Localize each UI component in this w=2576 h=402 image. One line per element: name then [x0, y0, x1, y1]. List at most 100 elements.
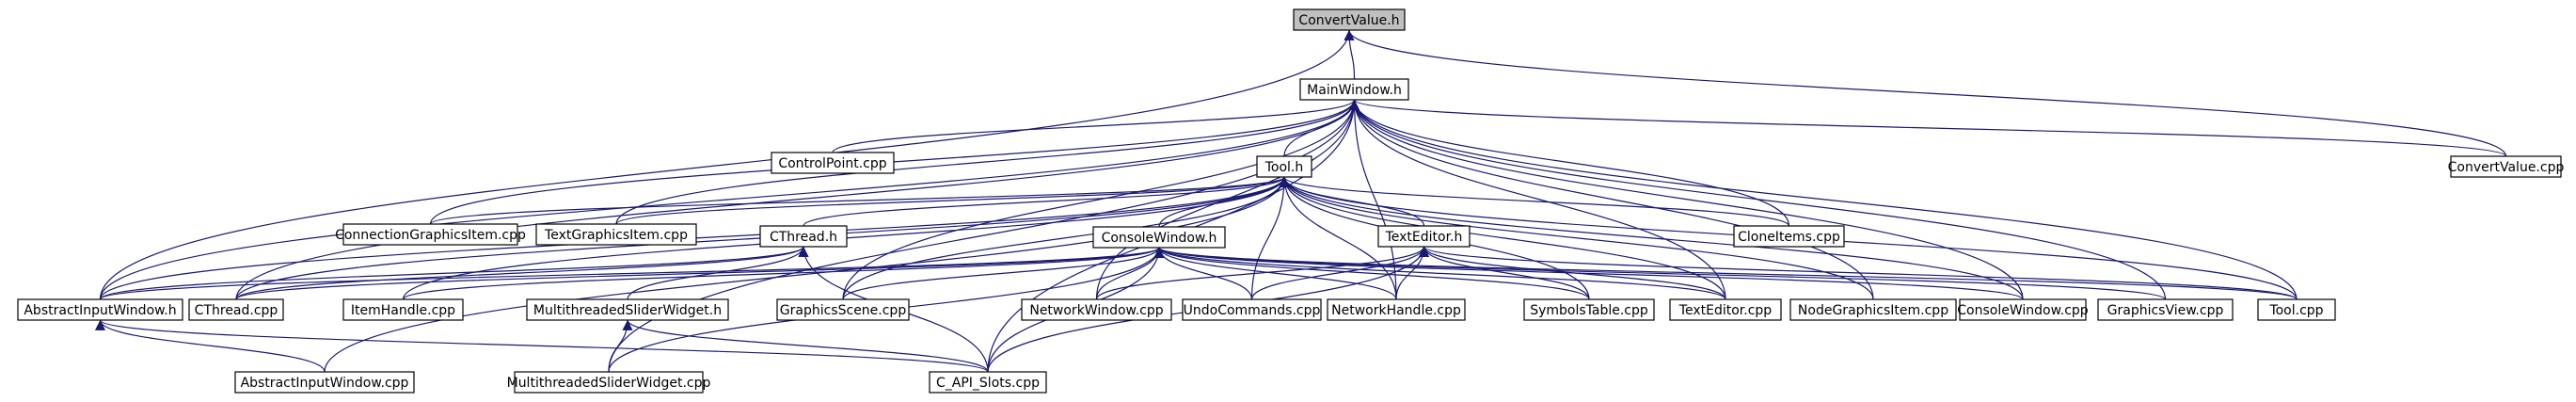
edge-graphicsscene-cpp-to-consolewindow-h	[842, 247, 1165, 300]
node-box	[1523, 298, 1655, 321]
node-itemhandle-cpp[interactable]: ItemHandle.cpp	[342, 298, 464, 321]
node-convertvalue-h[interactable]: ConvertValue.h	[1293, 8, 1406, 31]
edge-consolewindow-cpp-to-mainwindow-h	[1349, 99, 2024, 300]
edge-mainwindow-h-to-convertvalue-h	[1344, 29, 1356, 80]
edge-cthread-cpp-to-mainwindow-h	[235, 99, 1360, 300]
node-cthread-h[interactable]: CThread.h	[759, 225, 848, 248]
node-nodegraphicsitem-cpp[interactable]: NodeGraphicsItem.cpp	[1789, 298, 1957, 321]
node-c-api-slots-cpp[interactable]: C_API_Slots.cpp	[929, 371, 1047, 394]
node-connectiongraphicsitem-cpp[interactable]: ConnectionGraphicsItem.cpp	[335, 223, 526, 246]
node-label: AbstractInputWindow.cpp	[241, 376, 409, 391]
edge-cthread-cpp-to-cthread-h	[235, 246, 809, 300]
edge-networkhandle-cpp-to-tool-h	[1279, 176, 1397, 300]
node-box	[1377, 225, 1471, 248]
edge-textgraphicsitem-cpp-to-tool-h	[615, 176, 1290, 225]
node-consolewindow-cpp[interactable]: ConsoleWindow.cpp	[1957, 298, 2089, 321]
node-box	[1299, 78, 1409, 101]
node-label: ControlPoint.cpp	[778, 156, 886, 171]
node-box	[1092, 226, 1226, 249]
node-box	[1733, 225, 1845, 248]
edges	[95, 29, 2507, 373]
node-box	[2257, 298, 2336, 321]
edge-consolewindow-cpp-to-consolewindow-h	[1153, 247, 2024, 300]
node-box	[342, 223, 518, 246]
node-label: NetworkHandle.cpp	[1331, 303, 1461, 318]
node-multithreadedsliderwidget-h[interactable]: MultithreadedSliderWidget.h	[526, 298, 729, 321]
edge-nodegraphicsitem-cpp-to-mainwindow-h	[1349, 99, 1874, 300]
edge-graphicsview-cpp-to-consolewindow-h	[1154, 247, 2167, 300]
node-tool-h[interactable]: Tool.h	[1256, 155, 1312, 178]
edge-connectiongraphicsitem-cpp-to-tool-h	[429, 176, 1290, 225]
node-box	[776, 298, 910, 321]
edge-undocommands-cpp-to-tool-h	[1250, 176, 1290, 300]
node-box	[1789, 298, 1957, 321]
nodes: ConvertValue.hMainWindow.hConvertValue.c…	[17, 8, 2565, 394]
node-networkhandle-cpp[interactable]: NetworkHandle.cpp	[1327, 298, 1466, 321]
node-multithreadedsliderwidget-cpp[interactable]: MultithreadedSliderWidget.cpp	[507, 371, 711, 394]
node-box	[1669, 298, 1782, 321]
node-networkwindow-cpp[interactable]: NetworkWindow.cpp	[1021, 298, 1172, 321]
node-consolewindow-h[interactable]: ConsoleWindow.h	[1092, 226, 1226, 249]
node-cloneitems-cpp[interactable]: CloneItems.cpp	[1733, 225, 1845, 248]
edge-cthread-h-to-tool-h	[803, 176, 1290, 227]
edge-cloneitems-cpp-to-mainwindow-h	[1349, 99, 1790, 227]
node-symbolstable-cpp[interactable]: SymbolsTable.cpp	[1523, 298, 1655, 321]
node-graphicsview-cpp[interactable]: GraphicsView.cpp	[2097, 298, 2234, 321]
node-tool-cpp[interactable]: Tool.cpp	[2257, 298, 2336, 321]
edge-convertvalue-cpp-to-mainwindow-h	[1349, 99, 2507, 157]
node-box	[342, 298, 464, 321]
node-label: NetworkWindow.cpp	[1029, 303, 1163, 318]
node-abstractinputwindow-h[interactable]: AbstractInputWindow.h	[17, 298, 183, 321]
node-label: C_API_Slots.cpp	[936, 376, 1040, 391]
node-abstractinputwindow-cpp[interactable]: AbstractInputWindow.cpp	[234, 371, 415, 394]
edge-texteditor-cpp-to-consolewindow-h	[1153, 247, 1726, 300]
node-controlpoint-cpp[interactable]: ControlPoint.cpp	[771, 152, 895, 174]
edge-symbolstable-cpp-to-texteditor-h	[1419, 246, 1590, 300]
node-label: UndoCommands.cpp	[1184, 303, 1321, 318]
edge-texteditor-cpp-to-texteditor-h	[1419, 246, 1726, 300]
edge-c-api-slots-cpp-to-abstractinputwindow-h	[95, 319, 989, 373]
edge-symbolstable-cpp-to-consolewindow-h	[1153, 247, 1590, 300]
edge-abstractinputwindow-cpp-to-abstractinputwindow-h	[95, 319, 326, 373]
edge-abstractinputwindow-cpp-to-tool-h	[324, 176, 1290, 373]
node-texteditor-h[interactable]: TextEditor.h	[1377, 225, 1471, 248]
node-mainwindow-h[interactable]: MainWindow.h	[1299, 78, 1409, 101]
node-label: TextGraphicsItem.cpp	[544, 228, 688, 243]
node-label: TextEditor.h	[1385, 230, 1463, 245]
node-label: ConvertValue.cpp	[2448, 160, 2565, 175]
node-label: NodeGraphicsItem.cpp	[1798, 303, 1948, 318]
node-label: ConvertValue.h	[1298, 13, 1399, 28]
node-undocommands-cpp[interactable]: UndoCommands.cpp	[1182, 298, 1322, 321]
node-label: CloneItems.cpp	[1738, 230, 1840, 245]
node-cthread-cpp[interactable]: CThread.cpp	[188, 298, 284, 321]
node-box	[526, 298, 729, 321]
node-label: Tool.cpp	[2268, 303, 2323, 318]
node-box	[17, 298, 183, 321]
node-label: ConsoleWindow.cpp	[1957, 303, 2089, 318]
node-label: ConnectionGraphicsItem.cpp	[335, 228, 526, 243]
edge-abstractinputwindow-h-to-mainwindow-h	[99, 99, 1360, 300]
node-label: GraphicsView.cpp	[2107, 303, 2224, 318]
node-box	[1182, 298, 1322, 321]
node-label: GraphicsScene.cpp	[780, 303, 907, 318]
edge-tool-cpp-to-mainwindow-h	[1349, 99, 2298, 300]
edge-c-api-slots-cpp-to-multithreadedsliderwidget-h	[622, 319, 989, 373]
node-box	[1021, 298, 1172, 321]
node-texteditor-cpp[interactable]: TextEditor.cpp	[1669, 298, 1782, 321]
node-textgraphicsitem-cpp[interactable]: TextGraphicsItem.cpp	[535, 223, 697, 246]
edge-cloneitems-cpp-to-tool-h	[1279, 176, 1790, 227]
node-box	[771, 152, 895, 174]
node-box	[929, 371, 1047, 394]
edge-tool-cpp-to-consolewindow-h	[1154, 247, 2298, 300]
node-convertvalue-cpp[interactable]: ConvertValue.cpp	[2448, 155, 2565, 178]
node-box	[535, 223, 697, 246]
edge-abstractinputwindow-h-to-cthread-h	[99, 246, 809, 300]
edge-controlpoint-cpp-to-mainwindow-h	[832, 99, 1360, 153]
edge-textgraphicsitem-cpp-to-mainwindow-h	[615, 99, 1360, 225]
node-label: CThread.cpp	[195, 303, 278, 318]
edge-abstractinputwindow-h-to-consolewindow-h	[99, 247, 1164, 300]
node-graphicsscene-cpp[interactable]: GraphicsScene.cpp	[776, 298, 910, 321]
node-label: ItemHandle.cpp	[351, 303, 455, 318]
node-box	[1327, 298, 1466, 321]
